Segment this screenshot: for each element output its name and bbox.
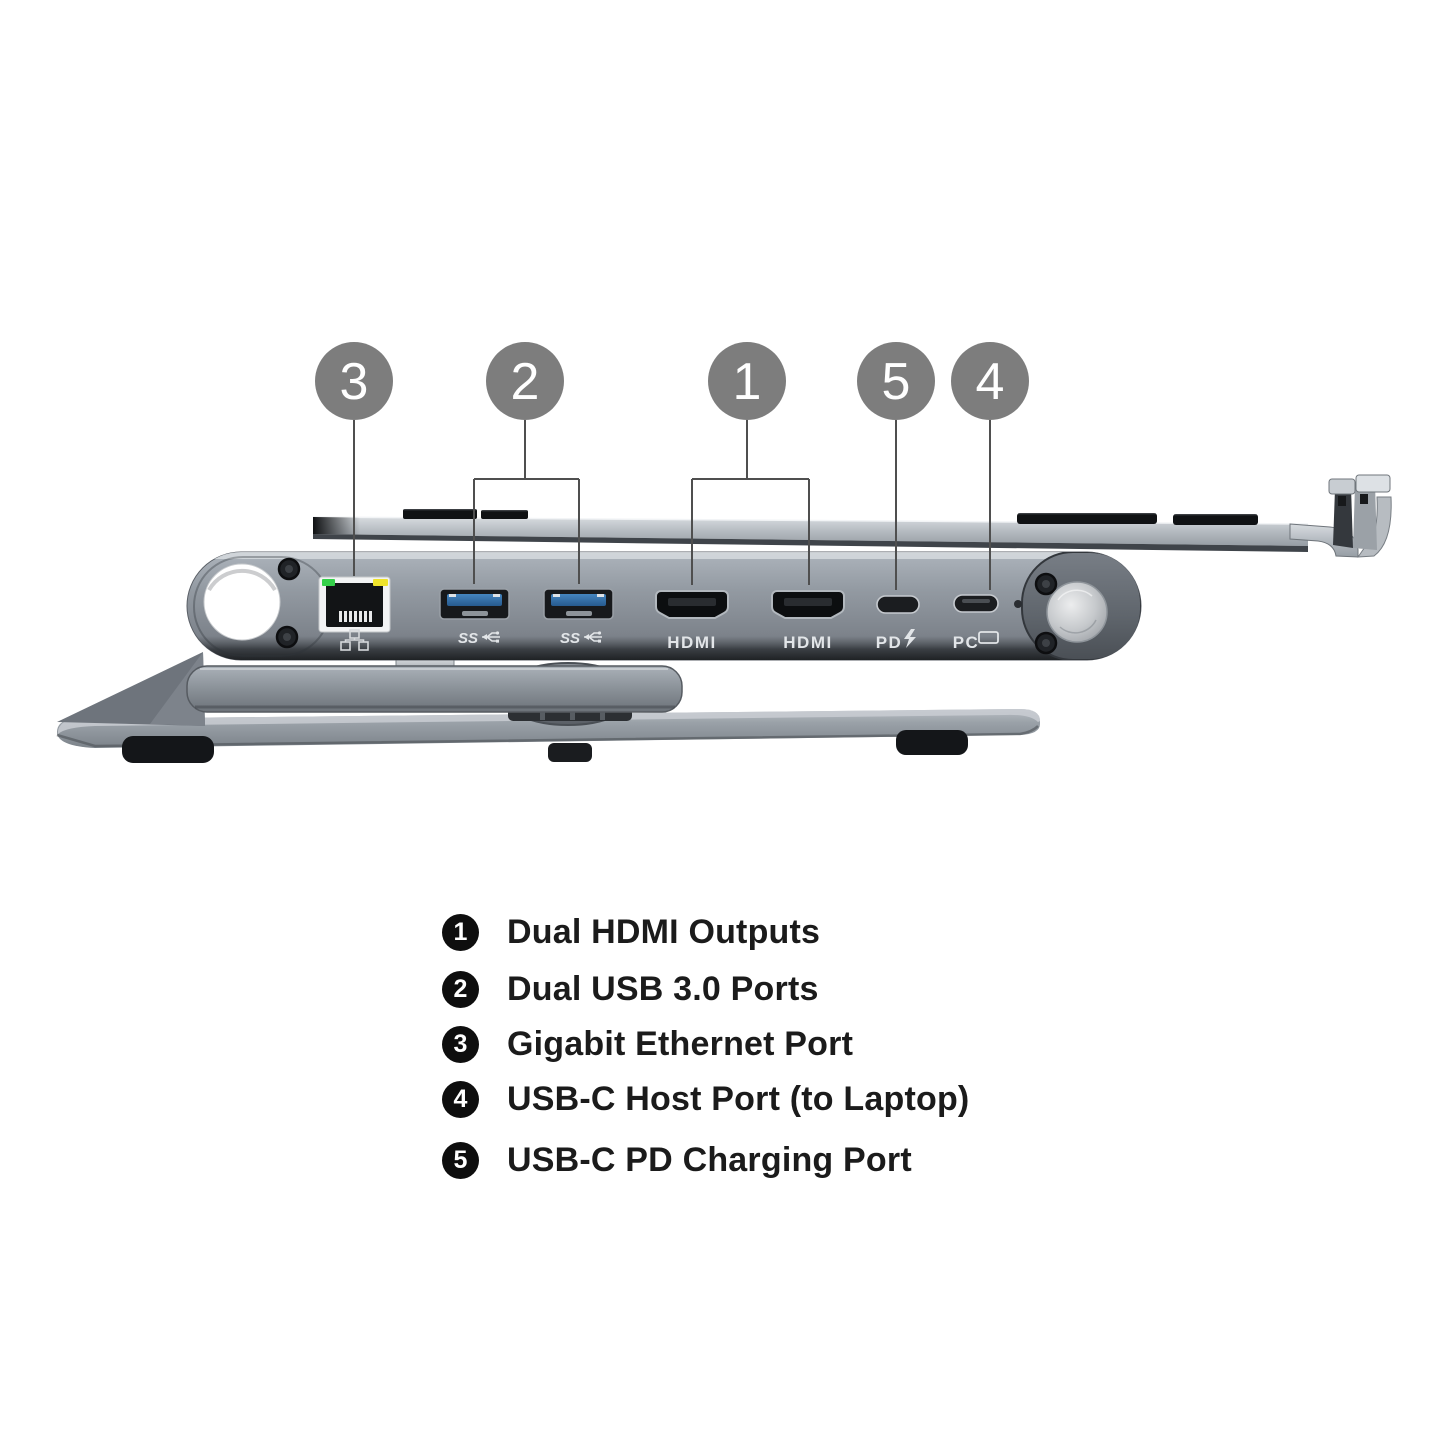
screw bbox=[275, 625, 299, 649]
pd-label: PD bbox=[876, 629, 916, 652]
rubber-foot-right bbox=[896, 730, 968, 755]
callout-2: 2 bbox=[486, 342, 564, 420]
svg-text:SS: SS bbox=[560, 630, 580, 647]
rubber-pad bbox=[1173, 514, 1258, 525]
cable-hole bbox=[203, 563, 281, 641]
legend-badge-4: 4 bbox=[442, 1081, 479, 1118]
legend-label-4: USB-C Host Port (to Laptop) bbox=[507, 1080, 970, 1118]
rubber-foot-middle bbox=[548, 743, 592, 762]
pc-label: PC bbox=[953, 631, 999, 652]
svg-text:4: 4 bbox=[976, 353, 1005, 411]
lightning-icon bbox=[904, 629, 916, 648]
svg-text:2: 2 bbox=[511, 353, 540, 411]
legend-item-2: 2 Dual USB 3.0 Ports bbox=[442, 970, 819, 1008]
callout-4: 4 bbox=[951, 342, 1029, 420]
rubber-foot-left bbox=[122, 736, 214, 763]
pedestal bbox=[186, 665, 683, 713]
legend-item-3: 3 Gigabit Ethernet Port bbox=[442, 1025, 854, 1063]
callout-1: 1 bbox=[708, 342, 786, 420]
legend-label-5: USB-C PD Charging Port bbox=[507, 1141, 912, 1179]
status-led-hole bbox=[1014, 600, 1022, 608]
hdmi-port-2 bbox=[771, 590, 845, 619]
hdmi-port-1 bbox=[655, 590, 729, 619]
hdmi-label-2: HDMI bbox=[783, 633, 832, 652]
svg-text:PC: PC bbox=[953, 633, 980, 652]
legend-item-5: 5 USB-C PD Charging Port bbox=[442, 1141, 912, 1179]
ethernet-led-green bbox=[322, 579, 335, 586]
legend-label-1: Dual HDMI Outputs bbox=[507, 913, 821, 951]
svg-text:SS: SS bbox=[458, 630, 478, 647]
legend-label-2: Dual USB 3.0 Ports bbox=[507, 970, 819, 1008]
usb-a-port-1 bbox=[439, 588, 510, 620]
legend-badge-3: 3 bbox=[442, 1026, 479, 1063]
legend-badge-2: 2 bbox=[442, 971, 479, 1008]
screw bbox=[1034, 631, 1058, 655]
legend-badge-1: 1 bbox=[442, 914, 479, 951]
svg-text:3: 3 bbox=[340, 353, 369, 411]
rubber-pad bbox=[481, 510, 528, 519]
legend-badge-5: 5 bbox=[442, 1142, 479, 1179]
screw bbox=[1034, 572, 1058, 596]
svg-text:PD: PD bbox=[876, 633, 903, 652]
laptop-icon bbox=[978, 631, 999, 644]
callout-lines bbox=[353, 420, 991, 590]
base-assembly bbox=[56, 652, 1040, 763]
callout-3: 3 bbox=[315, 342, 393, 420]
ethernet-port bbox=[318, 576, 391, 633]
legend-item-4: 4 USB-C Host Port (to Laptop) bbox=[442, 1080, 970, 1118]
callout-5: 5 bbox=[857, 342, 935, 420]
rubber-pad bbox=[1017, 513, 1157, 524]
callout-circles: 3 2 1 5 4 bbox=[315, 342, 1029, 420]
usb-c-pd-port bbox=[876, 595, 920, 614]
legend-label-3: Gigabit Ethernet Port bbox=[507, 1025, 854, 1063]
hdmi-label-1: HDMI bbox=[667, 633, 716, 652]
usb-ss-icon-2: SS bbox=[560, 630, 602, 647]
laptop-tray-plate bbox=[312, 474, 1392, 558]
ethernet-icon bbox=[340, 629, 369, 651]
svg-text:1: 1 bbox=[733, 353, 762, 411]
usb-ss-icon-1: SS bbox=[458, 630, 500, 647]
usb-a-port-2 bbox=[543, 588, 614, 620]
usb-c-host-port bbox=[953, 594, 999, 613]
rubber-pad bbox=[403, 509, 477, 519]
ethernet-led-yellow bbox=[373, 579, 388, 586]
callout-line-2 bbox=[473, 420, 580, 584]
callout-line-1 bbox=[691, 420, 810, 585]
legend-item-1: 1 Dual HDMI Outputs bbox=[442, 913, 821, 951]
pivot-disc-silver bbox=[1046, 581, 1108, 643]
screw bbox=[277, 557, 301, 581]
dock-body: SS SS HDMI H bbox=[186, 551, 1142, 661]
laptop-hook bbox=[1289, 474, 1392, 558]
svg-text:5: 5 bbox=[882, 353, 911, 411]
